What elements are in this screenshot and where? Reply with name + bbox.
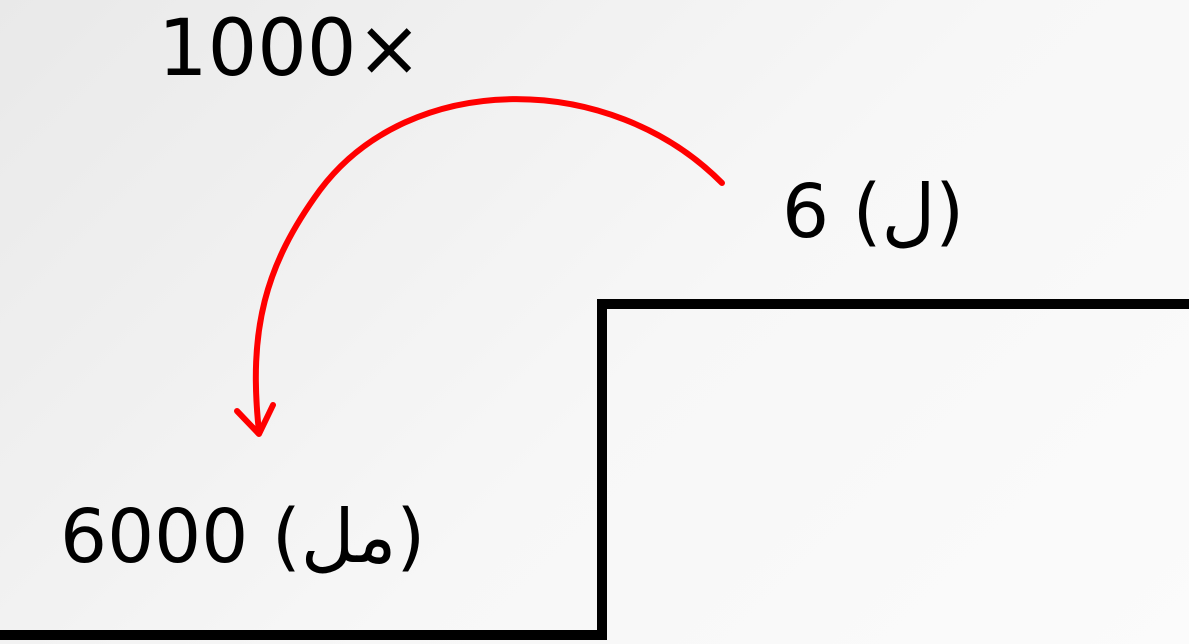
multiplier-label: 1000×: [158, 4, 422, 94]
conversion-arrow: [252, 96, 725, 435]
result-value-milliliters: 6000 (مل): [60, 494, 426, 580]
source-value-liters: 6 (ل): [782, 169, 965, 255]
step-outline: [0, 299, 1189, 640]
arrow-head-icon: [234, 402, 276, 437]
